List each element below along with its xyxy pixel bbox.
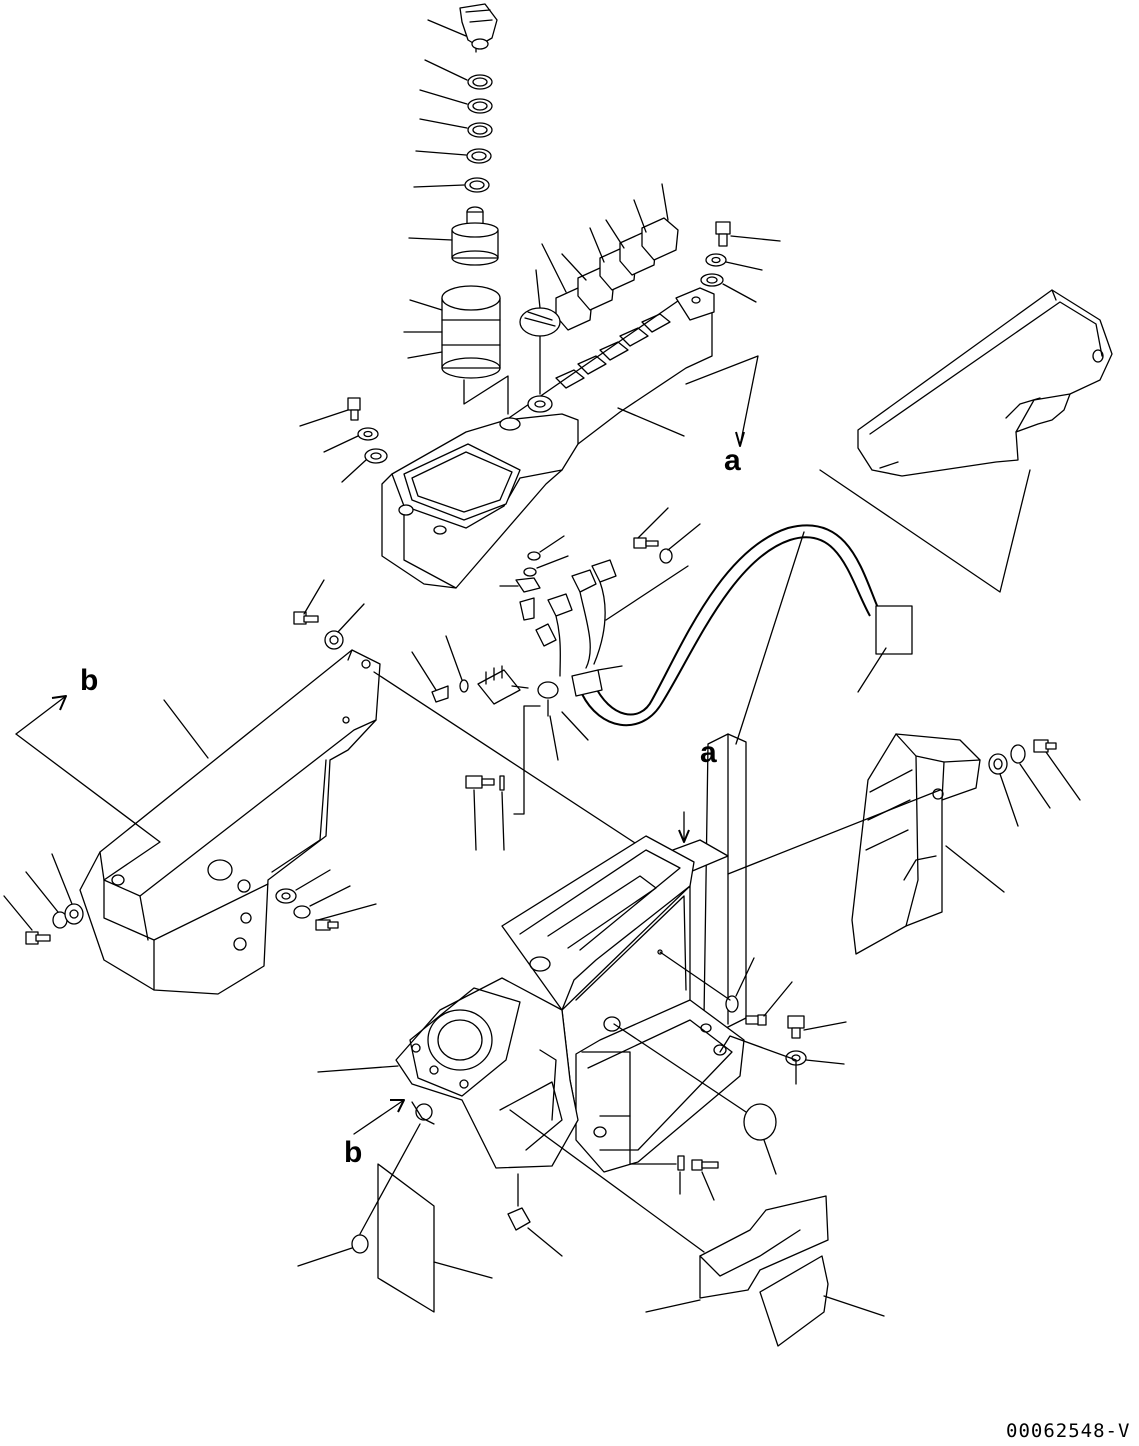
rocker-switches xyxy=(541,183,679,331)
bolt-washer-set-console-left xyxy=(299,397,388,483)
leader-meter-to-cover xyxy=(463,375,509,415)
right-side-cover xyxy=(851,733,1005,955)
bolt-washer-set-cover-top xyxy=(293,579,365,650)
cap-knob xyxy=(519,269,561,395)
leader-cover-to-frame xyxy=(373,671,665,863)
clip-fastener xyxy=(507,1173,563,1257)
bolt-washer-set-top-right xyxy=(700,221,781,303)
o-ring-stack xyxy=(413,59,493,193)
bolt-washer-set-right-cover xyxy=(988,739,1081,827)
leader-b-lower xyxy=(353,1099,405,1135)
bolt-washer-set-right-base xyxy=(659,951,847,1085)
grommet-cap xyxy=(613,1023,777,1175)
leader-armrest xyxy=(819,469,1031,593)
drawing-code: 00062548-V xyxy=(1006,1420,1130,1442)
plate-sheet xyxy=(297,1123,493,1313)
ref-label-a-lower: a xyxy=(700,736,717,769)
arrow-a-top xyxy=(735,431,745,447)
ref-label-b-left: b xyxy=(80,664,98,697)
leader-frame-to-right-cover xyxy=(727,789,941,875)
console-top-cover xyxy=(381,287,715,589)
armrest xyxy=(857,289,1113,477)
arrow-b-left xyxy=(51,695,67,711)
leader-frame-left xyxy=(317,1065,399,1073)
left-side-cover xyxy=(79,649,381,995)
small-fasteners-center xyxy=(411,507,701,705)
bolt-washer-set-cover-left xyxy=(3,853,84,945)
ref-label-a-top: a xyxy=(724,444,741,477)
ref-label-b-lower: b xyxy=(344,1136,362,1169)
ignition-switch xyxy=(408,206,499,266)
arrow-a-lower xyxy=(678,829,690,843)
arrow-b-lower xyxy=(390,1099,405,1113)
bolt-washer-set-cover-mid xyxy=(275,869,377,931)
leader-a-top xyxy=(685,355,759,447)
leader-b-left xyxy=(15,695,67,735)
hour-meter xyxy=(403,285,501,379)
leader-b-left-2 xyxy=(15,733,161,881)
lower-front-cover xyxy=(509,1109,885,1347)
wiring-harness xyxy=(535,524,913,761)
key-switch-assembly xyxy=(427,3,498,53)
leader-harness-to-pillar xyxy=(735,531,805,745)
bolt-washer-set-lower-frame xyxy=(581,1051,719,1201)
bolt-washer-set-lower-center xyxy=(465,705,541,851)
console-main-frame xyxy=(395,733,747,1173)
